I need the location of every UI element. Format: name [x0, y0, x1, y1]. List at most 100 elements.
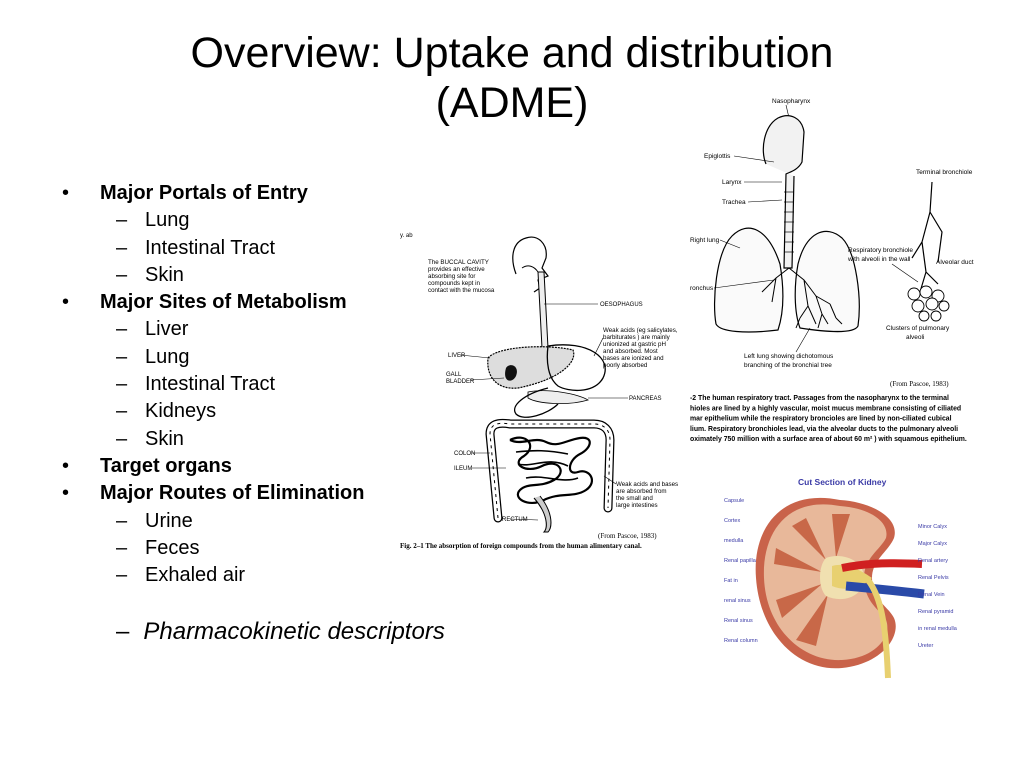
- absorbed-note-line: the small and: [616, 495, 653, 502]
- kidney-left-label: Capsule: [724, 498, 744, 504]
- buccal-note-line: compounds kept in: [428, 280, 480, 287]
- dash-marker: –: [116, 318, 128, 341]
- bullet-heading-text: Target organs: [100, 454, 232, 477]
- absorbed-note-line: large intestines: [616, 502, 658, 509]
- sub-bullet-text: Kidneys: [145, 400, 217, 423]
- kidney-right-label: Renal Pelvis: [918, 575, 949, 581]
- bullet-marker: •: [62, 454, 70, 477]
- respiratory-caption-line: oximately 750 million with a surface are…: [690, 436, 967, 443]
- sub-bullet: –Lung: [62, 344, 407, 371]
- bronchial-tree: [761, 267, 843, 329]
- kidney-right-label: Renal Vein: [918, 592, 945, 598]
- respiratory-caption-line: lium. Respiratory bronchioles lead, via …: [690, 426, 958, 433]
- sub-bullet-text: Intestinal Tract: [145, 373, 276, 396]
- sub-bullet-text: Lung: [145, 209, 190, 232]
- kidney-right-label: Minor Calyx: [918, 524, 947, 530]
- bullet-heading-text: Major Sites of Metabolism: [100, 291, 347, 314]
- ileum-label: ILEUM: [454, 466, 472, 472]
- epiglottis-label: Epiglottis: [704, 153, 731, 160]
- colon-label: COLON: [454, 451, 475, 457]
- bullet-heading-text: Major Routes of Elimination: [100, 482, 365, 505]
- pharmacokinetic-item: –Pharmacokinetic descriptors: [116, 618, 445, 646]
- dash-marker: –: [116, 373, 128, 396]
- terminal-bronchiole-shape: [911, 181, 943, 293]
- oesophagus-label: OESOPHAGUS: [600, 302, 643, 308]
- bullet-heading-text: Major Portals of Entry: [100, 182, 308, 204]
- sub-bullet: –Kidneys: [62, 398, 407, 425]
- dash-marker: –: [116, 618, 130, 645]
- dash-marker: –: [116, 536, 128, 559]
- sub-bullet-text: Feces: [145, 536, 200, 559]
- stomach-shape: [546, 344, 606, 391]
- dash-marker: –: [116, 345, 128, 368]
- buccal-note-line: absorbing site for: [428, 273, 475, 280]
- sub-bullet: –Feces: [62, 535, 407, 562]
- weak-acids-note-line: unionized at gastric pH: [603, 341, 666, 348]
- right-lung-label: Right lung: [690, 237, 720, 244]
- gall-bladder-shape: [505, 365, 517, 381]
- gall-label-1: GALL: [446, 372, 462, 378]
- weak-acids-note-line: bases are ionized and: [603, 355, 664, 362]
- dash-marker: –: [116, 509, 128, 532]
- digestive-caption: Fig. 2–1 The absorption of foreign compo…: [400, 542, 642, 550]
- sub-bullet: –Skin: [62, 262, 407, 289]
- clusters-label-2: alveoli: [906, 334, 924, 341]
- corner-mark: y. ab: [400, 233, 413, 239]
- sub-bullet-text: Skin: [145, 263, 184, 286]
- renal-artery-shape: [841, 559, 923, 572]
- respiratory-caption-line: mar epithelium while the respiratory bro…: [690, 416, 952, 423]
- large-intestine-shape: [485, 418, 615, 523]
- bullet-heading: • Major Routes of Elimination: [62, 480, 407, 507]
- bullet-heading: •Major Portals of Entry: [62, 180, 407, 207]
- ureter-shape: [865, 578, 891, 679]
- absorbed-note-line: Weak acids and bases: [616, 481, 678, 488]
- mouth-cavity-shape: [521, 265, 539, 273]
- buccal-note-line: contact with the mucosa: [428, 287, 495, 294]
- sub-bullet: –Exhaled air: [62, 562, 407, 589]
- weak-acids-note-line: poorly absorbed: [603, 362, 648, 369]
- kidney-left-label: medulla: [724, 538, 744, 544]
- kidney-figure: Cut Section of Kidney CapsuleCortexmedul…: [724, 477, 958, 679]
- respiratory-source: (From Pascoe, 1983): [890, 380, 949, 388]
- liver-shape: [487, 346, 575, 389]
- alveoli-cluster: [907, 285, 950, 322]
- sub-bullet-text: Intestinal Tract: [145, 236, 276, 259]
- right-lung-shape: [713, 227, 784, 333]
- head-outline-shape: [512, 236, 549, 293]
- bullet-heading: • Major Sites of Metabolism: [62, 289, 407, 316]
- weak-acids-note-line: Weak acids (eg salicylates,: [603, 327, 678, 334]
- kidney-right-label: Ureter: [918, 643, 933, 649]
- liver-label: LIVER: [448, 353, 466, 359]
- dash-marker: –: [116, 263, 128, 286]
- respiratory-bronchiole-label-1: Respiratory bronchiole: [848, 247, 913, 254]
- trachea-label: Trachea: [722, 199, 746, 206]
- kidney-left-label: Renal column: [724, 638, 758, 644]
- rectum-shape: [533, 495, 552, 533]
- sub-bullet: –Intestinal Tract: [62, 371, 407, 398]
- gall-label-2: BLADDER: [446, 379, 475, 385]
- dash-marker: –: [116, 236, 128, 259]
- duodenum-shape: [514, 387, 559, 418]
- bullet-marker: •: [62, 291, 70, 314]
- buccal-note-line: The BUCCAL CAVITY: [428, 259, 489, 266]
- kidney-right-label: Renal artery: [918, 558, 948, 564]
- kidney-left-label: Renal sinus: [724, 618, 753, 624]
- renal-pyramids: [774, 514, 850, 646]
- kidney-title: Cut Section of Kidney: [798, 477, 887, 487]
- title-line-1: Overview: Uptake and distribution: [190, 29, 834, 77]
- bullet-marker: •: [62, 482, 70, 505]
- clusters-label-1: Clusters of pulmonary: [886, 325, 950, 332]
- title-line-2: (ADME): [435, 79, 589, 127]
- sub-bullet-text: Lung: [145, 345, 190, 368]
- sub-bullet: –Intestinal Tract: [62, 235, 407, 262]
- bronchus-label: ronchus: [690, 285, 714, 292]
- oesophagus-shape: [537, 271, 549, 349]
- kidney-left-label: renal sinus: [724, 598, 751, 604]
- rectum-label: RECTUM: [502, 517, 528, 523]
- pharmacokinetic-label: Pharmacokinetic descriptors: [143, 618, 445, 645]
- pancreas-shape: [527, 390, 589, 404]
- trachea-rings: [784, 191, 794, 253]
